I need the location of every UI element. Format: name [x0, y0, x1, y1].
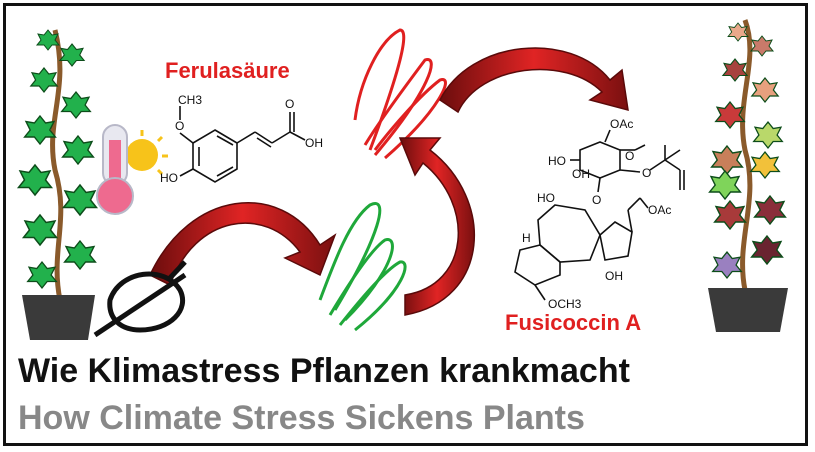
fc-o-ring: O — [625, 149, 634, 163]
sun-icon — [126, 130, 168, 176]
arrows — [149, 47, 629, 316]
fc-ho-left: HO — [548, 154, 566, 168]
fusicoccin-label: Fusicoccin A — [505, 310, 641, 335]
damaged-icon — [93, 260, 187, 338]
fc-oac-top: OAc — [610, 117, 633, 131]
ferulic-ho-label: HO — [160, 171, 178, 185]
arrow-stress-to-green — [149, 202, 337, 287]
ferulic-o-top-label: O — [285, 97, 294, 111]
fc-o-link: O — [592, 193, 601, 207]
arrow-red-to-fusicoccin — [439, 47, 629, 114]
thermometer-icon — [96, 124, 134, 215]
ferulic-acid-label: Ferulasäure — [165, 58, 290, 83]
title-english: How Climate Stress Sickens Plants — [18, 399, 585, 437]
title-german: Wie Klimastress Pflanzen krankmacht — [18, 352, 630, 390]
fc-ho-mid: HO — [537, 191, 555, 205]
arrow-green-to-red — [398, 137, 475, 316]
plant-pot-diseased — [708, 288, 788, 332]
ferulic-acid-structure: O CH3 HO O OH — [160, 93, 323, 185]
fusicoccin-structure: OAc HO O O OH O HO OAc H OH OCH3 — [514, 117, 685, 311]
ferulic-ch3-label: CH3 — [178, 93, 202, 107]
red-filaments — [353, 28, 447, 160]
fc-h-label: H — [522, 231, 531, 245]
fc-o-right: O — [642, 166, 651, 180]
fc-oac-right: OAc — [648, 203, 671, 217]
fc-oh-bottom: OH — [605, 269, 623, 283]
plant-stem-diseased — [740, 19, 753, 291]
healthy-plant — [17, 29, 98, 340]
figure-border — [3, 3, 808, 446]
diseased-plant — [708, 19, 788, 332]
plant-pot — [22, 295, 95, 340]
heat-icon — [96, 124, 168, 215]
ferulic-o-label: O — [175, 119, 184, 133]
ferulic-oh-label: OH — [305, 136, 323, 150]
fc-oh-ring: OH — [572, 167, 590, 181]
green-filaments — [318, 202, 407, 332]
plant-stem — [50, 29, 64, 301]
fc-och3: OCH3 — [548, 297, 582, 311]
